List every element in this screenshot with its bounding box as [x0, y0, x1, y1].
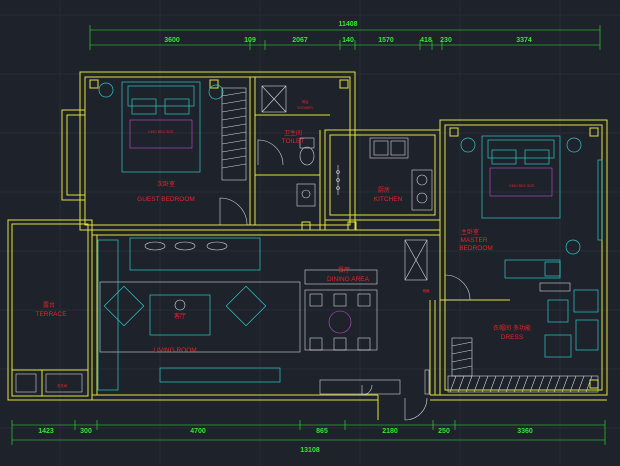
- top-dim-7: 230: [440, 37, 452, 44]
- master-bedroom-cn: 主卧室: [461, 228, 479, 236]
- top-total-dimension: 11408: [338, 21, 357, 28]
- bottom-dim-1: 1423: [38, 428, 54, 435]
- bottom-dim-6: 250: [438, 428, 450, 435]
- door-swings: [219, 139, 471, 421]
- guest-bedroom-cn: 次卧室: [157, 180, 175, 188]
- guest-wardrobe: [221, 87, 247, 181]
- top-dim-3: 2067: [292, 37, 308, 44]
- master-bedroom-en-2: BEDROOM: [459, 245, 493, 252]
- guest-bed-label: KING BED SIZE: [148, 130, 174, 134]
- dress-en: DRESS: [501, 334, 524, 341]
- master-bed: [460, 135, 603, 241]
- master-wardrobe: [447, 337, 599, 393]
- entry-cabinets: [319, 239, 430, 395]
- master-bedroom-en-1: MASTER: [460, 237, 487, 244]
- kitchen-cn: 厨房: [378, 186, 390, 194]
- shower-cn: 淋浴: [302, 99, 310, 104]
- top-dim-1: 3600: [164, 37, 180, 44]
- dining-cn: 餐厅: [338, 266, 350, 274]
- top-dim-2: 109: [244, 37, 256, 44]
- walls: [7, 71, 608, 420]
- living-sofa: [97, 237, 301, 391]
- living-cn: 客厅: [174, 312, 186, 320]
- bottom-dim-3: 4700: [190, 428, 206, 435]
- top-dim-8: 3374: [516, 37, 532, 44]
- dress-cn: 衣帽间 多功能: [493, 324, 531, 332]
- kitchen-en: KITCHEN: [374, 196, 403, 203]
- terrace-en: TERRACE: [35, 311, 67, 318]
- top-dimension-lines: [89, 25, 601, 50]
- toilet-fixtures: [261, 85, 316, 207]
- laundry-label: 洗衣间: [57, 383, 68, 388]
- kitchen-fixtures: [336, 137, 433, 211]
- bottom-dim-4: 865: [316, 428, 328, 435]
- storage-label: 储藏: [423, 288, 431, 293]
- dining-en: DINING AREA: [327, 276, 370, 283]
- bottom-dim-7: 3360: [517, 428, 533, 435]
- dining-table: [304, 269, 378, 351]
- bottom-dim-2: 300: [80, 428, 92, 435]
- top-dim-4: 140: [342, 37, 354, 44]
- top-dim-5: 1570: [378, 37, 394, 44]
- guest-bedroom-en: GUEST BEDROOM: [137, 196, 195, 203]
- shower-en: SHOWER: [297, 106, 313, 110]
- laundry-fixtures: [15, 373, 83, 393]
- master-bed-label: KING BED SIZE: [509, 184, 535, 188]
- bottom-total-dimension: 13108: [300, 447, 320, 454]
- bottom-dim-5: 2180: [382, 428, 398, 435]
- guest-bed: [98, 81, 224, 173]
- master-desk: [504, 239, 599, 358]
- living-en: LIVING ROOM: [153, 347, 196, 354]
- top-dim-6: 418: [420, 37, 432, 44]
- bottom-dimension-lines: [11, 420, 606, 445]
- toilet-en: TOILET: [282, 138, 305, 145]
- toilet-cn: 卫生间: [284, 129, 302, 137]
- terrace-cn: 露台: [43, 301, 55, 309]
